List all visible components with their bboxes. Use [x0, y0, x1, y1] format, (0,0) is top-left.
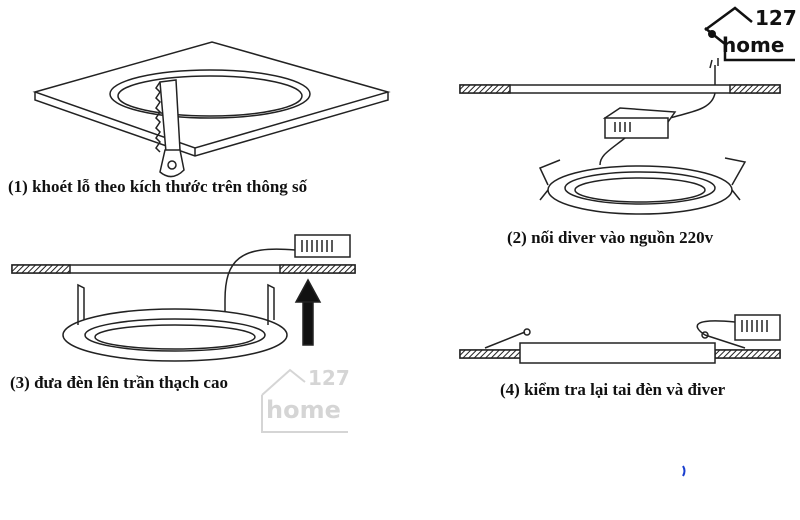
step-1-caption: (1) khoét lỗ theo kích thước trên thông … [8, 177, 308, 196]
brand-logo: 127 home [704, 6, 797, 62]
step-3-illustration [11, 234, 356, 362]
logo-word: home [722, 33, 784, 57]
stray-mark [682, 465, 686, 477]
step-2-illustration [459, 58, 781, 215]
watermark-word: home [266, 396, 341, 424]
step-4-illustration [459, 314, 781, 364]
logo-number: 127 [755, 6, 797, 30]
step-1-illustration [32, 41, 391, 178]
step-2-caption: (2) nối diver vào nguồn 220v [507, 228, 714, 247]
saw-icon [155, 79, 185, 178]
driver-box [294, 234, 351, 258]
step-3-caption: (3) đưa đèn lên trần thạch cao [10, 373, 228, 392]
driver-box [602, 107, 677, 139]
watermark-number: 127 [308, 366, 350, 390]
watermark-logo: 127 home [261, 366, 350, 433]
up-arrow-icon [294, 278, 322, 346]
driver-box [734, 314, 781, 341]
step-4-caption: (4) kiểm tra lại tai đèn và điver [500, 380, 726, 399]
